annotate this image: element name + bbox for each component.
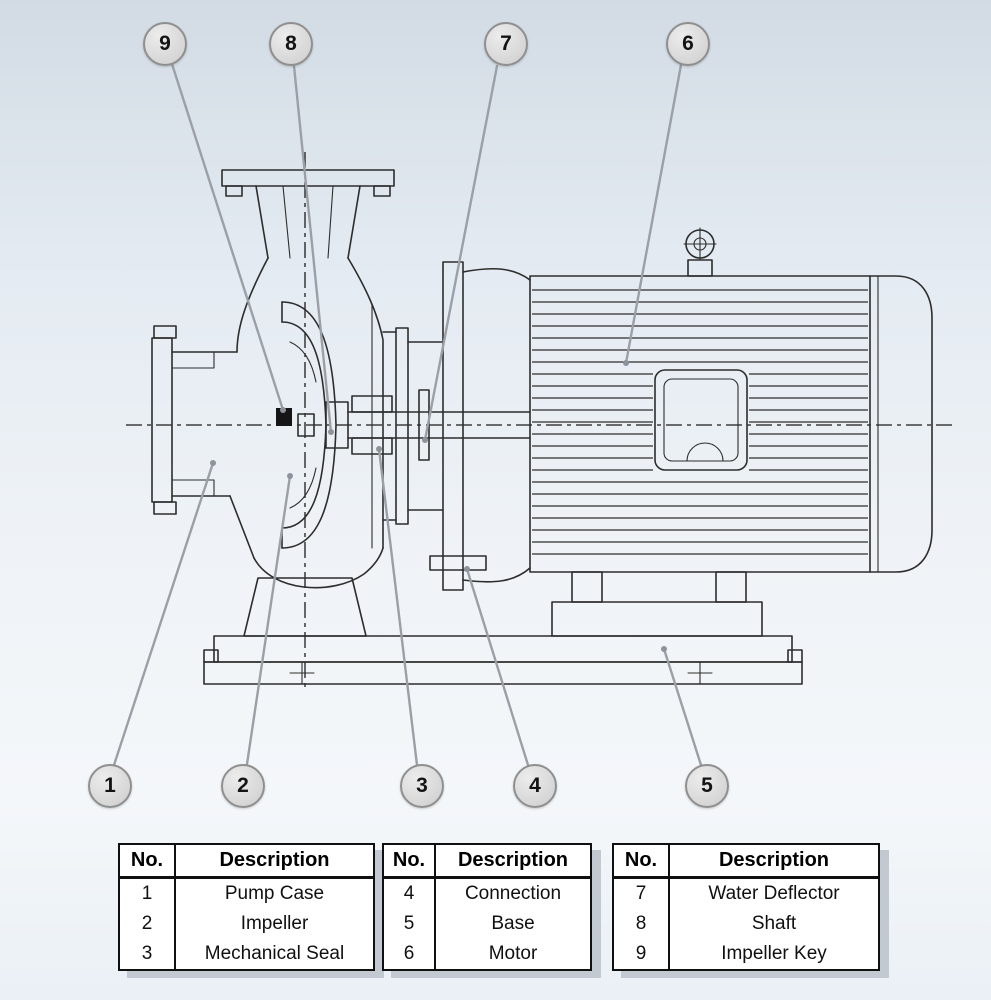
- parts-table-1: No. Description 1 Pump Case 2 Impeller 3…: [118, 843, 375, 971]
- part-number: 3: [119, 939, 176, 970]
- table-row: 6 Motor: [383, 939, 591, 970]
- table-row: 4 Connection: [383, 877, 591, 909]
- part-description: Water Deflector: [708, 883, 840, 904]
- impeller: [281, 301, 349, 549]
- part-description: Connection: [464, 883, 562, 904]
- parts-table-3: No. Description 7 Water Deflector 8 Shaf…: [612, 843, 880, 971]
- table-header-row: No. Description: [383, 844, 591, 879]
- base-frame: [203, 635, 803, 685]
- col-header-description: Description: [175, 844, 374, 879]
- part-description: Impeller Key: [721, 943, 827, 964]
- terminal-box: [654, 369, 748, 471]
- part-description: Shaft: [751, 913, 797, 934]
- callout-8: 8: [269, 22, 313, 66]
- callout-5: 5: [685, 764, 729, 808]
- table-row: 5 Base: [383, 909, 591, 939]
- callout-9-number: 9: [159, 32, 171, 55]
- connection-bracket: [395, 261, 487, 591]
- callout-4: 4: [513, 764, 557, 808]
- leader-lines: [112, 62, 703, 767]
- part-description: Pump Case: [224, 883, 325, 904]
- part-number: 2: [119, 909, 176, 939]
- col-header-no: No.: [613, 844, 670, 879]
- callout-5-number: 5: [701, 774, 713, 797]
- mechanical-seal: [351, 395, 393, 455]
- callout-2: 2: [221, 764, 265, 808]
- part-number: 7: [613, 877, 670, 909]
- part-number: 5: [383, 909, 436, 939]
- part-number: 4: [383, 877, 436, 909]
- motor-cooling-fins: [532, 289, 868, 555]
- col-header-description: Description: [435, 844, 591, 879]
- callout-2-number: 2: [237, 774, 249, 797]
- callout-3: 3: [400, 764, 444, 808]
- pump-case: [151, 257, 397, 589]
- callout-8-number: 8: [285, 32, 297, 55]
- table-row: 1 Pump Case: [119, 877, 374, 909]
- table-row: 3 Mechanical Seal: [119, 939, 374, 970]
- callout-6-number: 6: [682, 32, 694, 55]
- impeller-key: [276, 408, 292, 426]
- col-header-no: No.: [383, 844, 436, 879]
- part-number: 8: [613, 909, 670, 939]
- part-description: Mechanical Seal: [204, 943, 345, 964]
- centerlines: [126, 152, 952, 692]
- table-row: 9 Impeller Key: [613, 939, 879, 970]
- col-header-no: No.: [119, 844, 176, 879]
- part-number: 6: [383, 939, 436, 970]
- table-row: 8 Shaft: [613, 909, 879, 939]
- callout-1-number: 1: [104, 774, 116, 797]
- callout-6: 6: [666, 22, 710, 66]
- motor-feet: [551, 571, 763, 637]
- table-header-row: No. Description: [119, 844, 374, 879]
- callout-7-number: 7: [500, 32, 512, 55]
- part-description: Motor: [488, 943, 538, 964]
- callout-3-number: 3: [416, 774, 428, 797]
- lifting-eye-bolt: [683, 227, 717, 277]
- motor: [462, 227, 933, 583]
- table-row: 2 Impeller: [119, 909, 374, 939]
- part-number: 9: [613, 939, 670, 970]
- callout-1: 1: [88, 764, 132, 808]
- table-row: 7 Water Deflector: [613, 877, 879, 909]
- part-description: Base: [491, 913, 535, 934]
- discharge-flange: [221, 169, 395, 259]
- col-header-description: Description: [669, 844, 879, 879]
- part-description: Impeller: [240, 913, 309, 934]
- part-number: 1: [119, 877, 176, 909]
- callout-9: 9: [143, 22, 187, 66]
- callout-4-number: 4: [529, 774, 541, 797]
- callout-7: 7: [484, 22, 528, 66]
- parts-table-2: No. Description 4 Connection 5 Base 6 Mo…: [382, 843, 592, 971]
- table-header-row: No. Description: [613, 844, 879, 879]
